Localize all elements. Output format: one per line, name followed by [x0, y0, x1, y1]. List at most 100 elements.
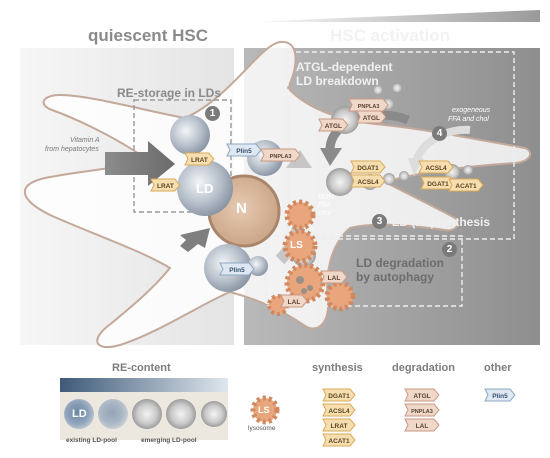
pnpla3-tag: PNPLA3 [260, 148, 301, 162]
activation-wedge [244, 10, 540, 22]
legend-re-content-title: RE-content [112, 362, 171, 374]
legend-degradation-tag-label: LAL [416, 423, 429, 430]
atgl-label-line2: LD breakdown [296, 74, 379, 88]
flow-label-ffa: FFA [318, 202, 331, 209]
legend-ld-label: LD [72, 408, 87, 420]
acsl4-tag: ACSL4 [418, 160, 454, 174]
exogenous-label-line1: exogeneous [452, 107, 491, 114]
legend-degradation-tag-label: ATGL [413, 393, 430, 400]
lipid-droplet [177, 160, 233, 216]
degradation-label-line2: by autophagy [356, 270, 435, 284]
legend-existing-ld [64, 399, 94, 429]
plin5-tag: Plin5 [226, 143, 262, 157]
ld-resynthesis-label: LD (re-)synthesis [392, 215, 491, 229]
pnpla3-tag-label: PNPLA3 [270, 154, 292, 160]
step-badge-4: 4 [432, 126, 447, 141]
plin5-tag-label: Plin5 [236, 148, 252, 155]
pnpla3-tag: PNPLA3 [348, 98, 389, 112]
lrat-tag-label: LRAT [191, 157, 208, 164]
roh-arrowhead [286, 150, 312, 168]
plin5-tag: Plin5 [219, 262, 255, 276]
acat1-tag: ACAT1 [448, 178, 484, 192]
lysosome [284, 199, 316, 231]
vitamin-a-arrow [105, 141, 175, 186]
legend-existing-ld [98, 399, 128, 429]
step-badge-3: 3 [372, 214, 387, 229]
lipid-droplet [170, 115, 210, 155]
re-content-gradient-bar [60, 378, 228, 392]
legend-synthesis-tag: ACAT1 [322, 433, 356, 447]
acsl4-tag: ACSL4 [350, 174, 386, 188]
dgat1-tag-label: DGAT1 [427, 181, 449, 188]
lipid-droplet [383, 173, 395, 185]
atgl-box [287, 51, 515, 240]
lrat-tag: LRAT [150, 178, 181, 192]
legend-synthesis-tag-label: ACAT1 [328, 438, 350, 445]
atgl-tag: ATGL [318, 118, 349, 132]
lal-tag: LAL [280, 294, 308, 308]
legend-emerging-ld [201, 401, 227, 427]
lipid-droplet [248, 256, 268, 276]
lal-tag: LAL [320, 270, 348, 284]
legend-lysosome [250, 395, 280, 425]
legend-degradation-title: degradation [392, 362, 455, 374]
quiescent-title: quiescent HSC [88, 26, 208, 45]
atgl-tag-label: ATGL [325, 123, 342, 130]
lrat-tag-label: LRAT [157, 183, 174, 190]
legend-emerging-ld [166, 399, 196, 429]
legend-synthesis-tag-label: DGAT1 [328, 393, 350, 400]
lipid-droplet [399, 171, 409, 181]
exogenous-label-line2: FFA and chol [448, 116, 489, 123]
legend-synthesis-tag: DGAT1 [322, 388, 356, 402]
flow-label-chol: chol [318, 210, 331, 217]
re-storage-label: RE-storage in LDs [117, 86, 222, 100]
legend-ls-label: LS [258, 405, 270, 415]
step-badge-1: 1 [205, 106, 220, 121]
nucleus-label: N [236, 200, 247, 217]
legend-emerging-ld [132, 399, 162, 429]
acsl4-tag-label: ACSL4 [357, 179, 379, 186]
atgl-tag-label: ATGL [363, 115, 380, 122]
nucleus-arrow [180, 228, 210, 252]
legend-existing-pool: existing LD-pool [66, 437, 117, 444]
lysosome-label: LS [290, 240, 303, 251]
stellate-cell-body [23, 40, 532, 348]
legend-degradation-tag: ATGL [404, 388, 440, 402]
atgl-label-line1: ATGL-dependent [296, 60, 393, 74]
legend-synthesis-tag-label: LRAT [331, 423, 348, 430]
lysosome [282, 228, 318, 264]
dgat1-tag-label: DGAT1 [357, 165, 379, 172]
vitamin-a-label-line1: Vitamin A [70, 137, 100, 144]
lipid-droplet-label: LD [196, 181, 214, 196]
degradation-label-line1: LD degradation [356, 256, 445, 270]
activation-title: HSC activation [330, 26, 450, 45]
flow-label-roh: ROH [318, 194, 334, 201]
lipid-droplet [326, 168, 354, 196]
legend-degradation-tag: LAL [404, 418, 440, 432]
legend-synthesis-title: synthesis [312, 362, 363, 374]
legend-synthesis-tag: LRAT [322, 418, 356, 432]
lal-tag-label: LAL [288, 299, 301, 306]
legend-synthesis-tag: ACSL4 [322, 403, 356, 417]
legend-other-tag: Plin5 [484, 388, 516, 402]
lrat-tag: LRAT [184, 152, 215, 166]
lipid-droplet [392, 83, 402, 93]
legend-synthesis-tag-label: ACSL4 [328, 408, 350, 415]
lysosome [324, 280, 356, 312]
legend-lysosome-caption: lysosome [248, 425, 276, 432]
acsl4-tag-label: ACSL4 [425, 165, 447, 172]
legend-other-tag-label: Plin5 [492, 393, 508, 400]
lysosome [284, 262, 326, 304]
acat1-tag-label: ACAT1 [455, 183, 477, 190]
plin5-tag-label: Plin5 [229, 267, 245, 274]
vitamin-a-label-line2: from hepatocytes [45, 146, 99, 153]
legend-emerging-pool: emerging LD-pool [141, 437, 197, 444]
legend-degradation-tag-label: PNPLA3 [411, 409, 433, 415]
step-badge-2: 2 [442, 242, 457, 257]
lipid-droplet [463, 165, 473, 175]
legend-degradation-tag: PNPLA3 [404, 403, 440, 417]
atgl-tag: ATGL [356, 110, 387, 124]
legend-other-title: other [484, 362, 512, 374]
